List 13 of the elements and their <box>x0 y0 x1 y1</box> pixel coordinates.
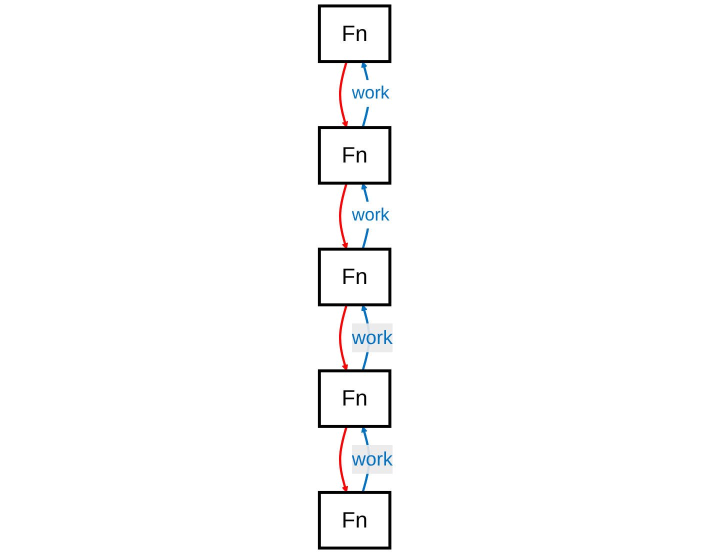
edge-label: work <box>352 326 393 349</box>
node-box: Fn <box>318 369 392 428</box>
edge-label: work <box>352 83 390 104</box>
node-box: Fn <box>318 126 392 185</box>
edge-label: work <box>352 204 390 225</box>
arrow <box>338 61 348 128</box>
node-box: Fn <box>318 4 392 64</box>
node-box: Fn <box>318 248 392 306</box>
edge-label: work <box>352 448 393 470</box>
node-box: Fn <box>318 490 392 550</box>
arrow <box>338 426 348 493</box>
arrow <box>338 304 348 372</box>
arrow <box>338 182 348 250</box>
